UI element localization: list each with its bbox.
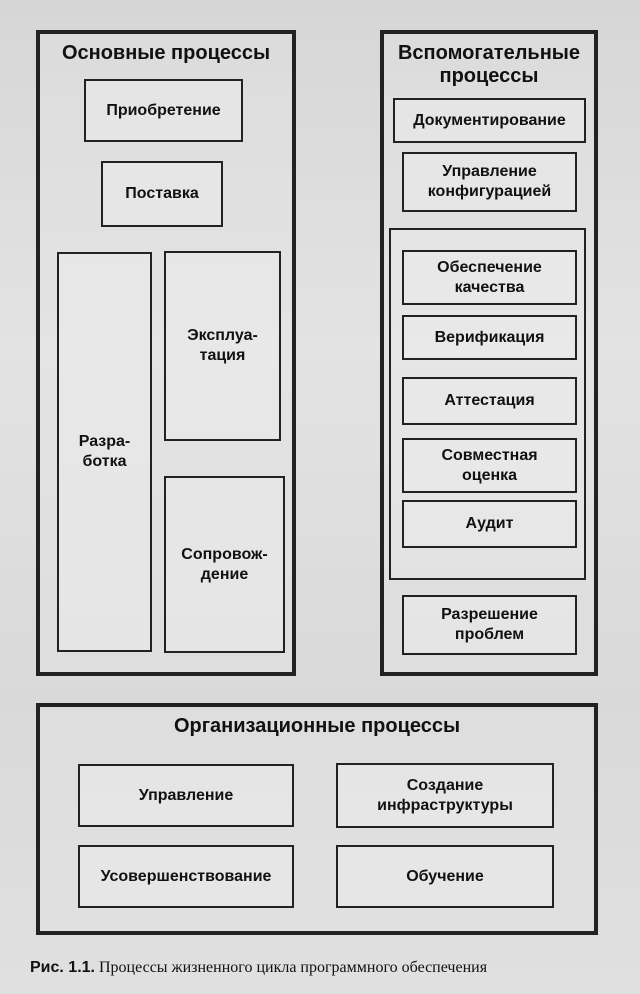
figure-label: Рис. 1.1.	[30, 959, 95, 976]
organizational-processes-title: Организационные процессы	[173, 715, 461, 737]
infrastructure-box: Создание инфраструктуры	[336, 763, 554, 828]
configuration-box: Управление конфигурацией	[402, 152, 577, 212]
audit-box: Аудит	[402, 500, 577, 548]
problem-resolution-box: Разрешение проблем	[402, 595, 577, 655]
documentation-box: Документирование	[393, 98, 586, 143]
validation-box: Аттестация	[402, 377, 577, 425]
figure-caption-text: Процессы жизненного цикла программного о…	[98, 959, 488, 976]
support-processes-title: Вспомогательные процессы	[397, 42, 580, 87]
main-processes-title: Основные процессы	[61, 42, 271, 64]
verification-box: Верификация	[402, 315, 577, 360]
maintenance-box: Сопровож- дение	[164, 476, 285, 653]
figure-caption: Рис. 1.1. Процессы жизненного цикла прог…	[30, 958, 630, 978]
quality-box: Обеспечение качества	[402, 250, 577, 305]
training-box: Обучение	[336, 845, 554, 908]
operation-box: Эксплуа- тация	[164, 251, 281, 441]
supply-box: Поставка	[101, 161, 223, 227]
acquisition-box: Приобретение	[84, 79, 243, 142]
joint-review-box: Совместная оценка	[402, 438, 577, 493]
development-box: Разра- ботка	[57, 252, 152, 652]
management-box: Управление	[78, 764, 294, 827]
improvement-box: Усовершенствование	[78, 845, 294, 908]
